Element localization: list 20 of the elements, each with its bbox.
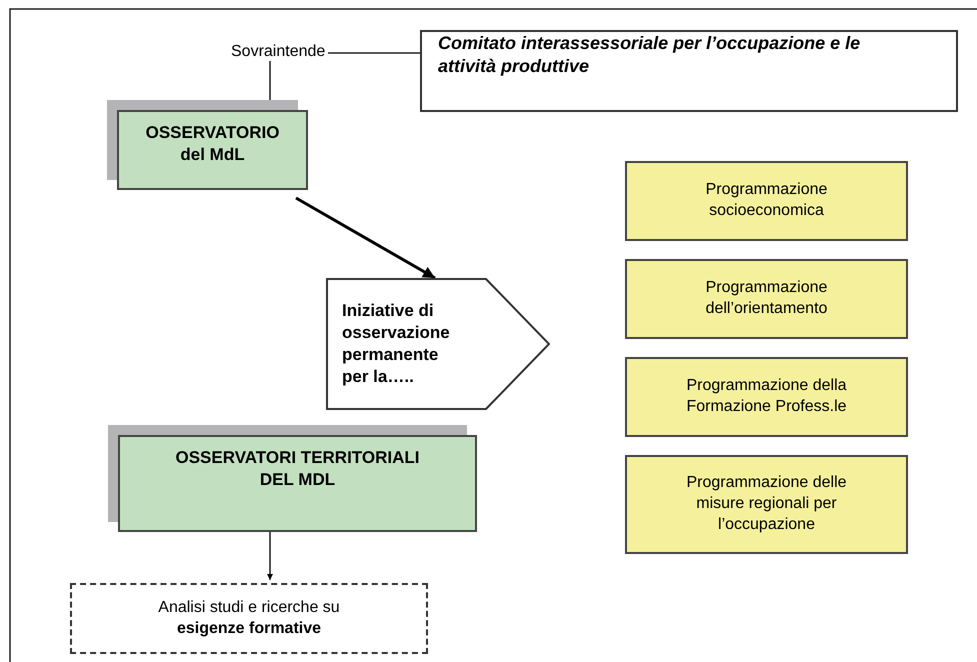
program-box (625, 259, 908, 339)
node-text: Comitato interassessoriale per l’occupazione e le attività produttive (438, 32, 862, 78)
node-text: Programmazione della Formazione Profess.le (685, 376, 848, 417)
program-box (625, 161, 908, 241)
dashed-box (70, 583, 428, 654)
pentagon-arrow-box (326, 278, 550, 410)
node-text: Programmazione delle misure regionali per l’occupazione (685, 473, 848, 535)
committee-box (420, 30, 958, 112)
observatory-box (118, 435, 477, 532)
arrow (295, 196, 436, 280)
node-text: OSSERVATORI TERRITORIALI DEL MDL (174, 447, 420, 492)
arrow (267, 532, 273, 580)
program-box (625, 357, 908, 437)
node-text: Analisi studi e ricerche su esigenze formative (157, 598, 341, 638)
program-box (625, 455, 908, 554)
node-text: OSSERVATORIO del MdL (146, 122, 280, 166)
node-text: Programmazione socioeconomica (704, 180, 828, 221)
observatory-box (117, 110, 308, 190)
node-text: Programmazione dell’orientamento (704, 278, 828, 319)
node-text: Iniziative di osservazione permanente per la….. (342, 300, 451, 388)
